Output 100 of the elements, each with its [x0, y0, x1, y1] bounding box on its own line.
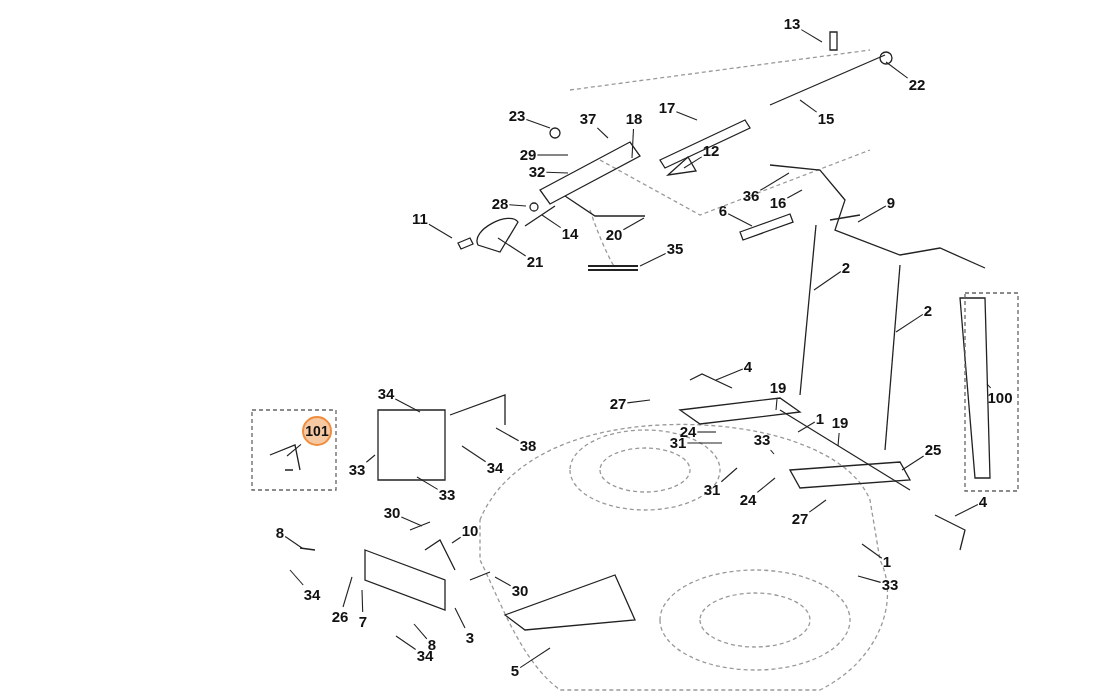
- leader-line: [885, 61, 909, 79]
- leader-line: [626, 399, 651, 404]
- callout-number: 18: [625, 110, 643, 128]
- callout-number: 12: [702, 142, 720, 160]
- callout-number: 26: [331, 608, 349, 626]
- callout-number: 19: [831, 414, 849, 432]
- callout-number: 31: [703, 481, 721, 499]
- leader-line: [451, 536, 462, 544]
- callout-number: 8: [275, 524, 285, 542]
- callout-number: 30: [383, 504, 401, 522]
- callout-number: 36: [742, 187, 760, 205]
- callout-number: 21: [526, 253, 544, 271]
- leader-line: [286, 443, 302, 457]
- leader-line: [954, 504, 979, 517]
- callout-number: 33: [753, 431, 771, 449]
- callout-number: 4: [743, 358, 753, 376]
- callout-number: 34: [486, 459, 504, 477]
- callout-number: 38: [519, 437, 537, 455]
- callout-number: 19: [769, 379, 787, 397]
- leader-line: [686, 442, 723, 444]
- callout-number: 34: [303, 586, 321, 604]
- leader-line: [284, 536, 303, 549]
- leader-line: [770, 449, 775, 455]
- leader-line: [759, 172, 790, 191]
- callout-number: 101: [302, 416, 332, 446]
- callout-number: 3: [465, 629, 475, 647]
- leader-line: [901, 455, 925, 471]
- leader-line: [986, 383, 992, 389]
- callout-number: 13: [783, 15, 801, 33]
- leader-line: [461, 445, 487, 463]
- leader-line: [428, 223, 453, 239]
- callout-number: 20: [605, 226, 623, 244]
- callout-number: 10: [461, 522, 479, 540]
- leader-line: [639, 253, 667, 267]
- callout-number: 9: [886, 194, 896, 212]
- leader-line: [289, 569, 304, 586]
- callout-number: 15: [817, 110, 835, 128]
- leader-line: [813, 271, 842, 291]
- callout-number: 1: [882, 553, 892, 571]
- leader-line: [797, 421, 816, 433]
- callout-number: 27: [609, 395, 627, 413]
- leader-line: [715, 368, 744, 381]
- leader-line: [525, 118, 551, 129]
- callout-number: 5: [510, 662, 520, 680]
- leader-line: [808, 499, 827, 513]
- leader-line: [683, 156, 703, 169]
- callout-number: 4: [978, 493, 988, 511]
- callout-number: 2: [923, 302, 933, 320]
- callout-number: 24: [739, 491, 757, 509]
- callout-number: 34: [377, 385, 395, 403]
- callout-number: 27: [791, 510, 809, 528]
- leader-line: [756, 477, 776, 493]
- leader-line: [775, 397, 778, 411]
- leader-line: [895, 313, 924, 333]
- leader-line: [727, 213, 753, 227]
- callout-number: 30: [511, 582, 529, 600]
- leader-line: [837, 432, 840, 447]
- callout-number: 1: [815, 410, 825, 428]
- callout-number: 33: [438, 486, 456, 504]
- leader-line: [545, 171, 569, 174]
- leader-line: [508, 204, 527, 207]
- callout-number: 33: [348, 461, 366, 479]
- callout-number: 32: [528, 163, 546, 181]
- callout-number: 7: [358, 613, 368, 631]
- leader-line: [857, 575, 882, 583]
- callout-number: 28: [491, 195, 509, 213]
- leader-line: [395, 635, 417, 651]
- callout-number: 100: [987, 389, 1013, 407]
- leader-line: [675, 111, 698, 121]
- callout-number: 29: [519, 146, 537, 164]
- callout-number: 37: [579, 110, 597, 128]
- leader-line: [800, 29, 823, 43]
- callout-number: 11: [412, 210, 428, 228]
- leader-line: [541, 214, 562, 229]
- callout-number: 25: [924, 441, 942, 459]
- leader-line: [631, 128, 635, 159]
- leader-line: [413, 623, 428, 640]
- callout-number: 35: [666, 240, 684, 258]
- callout-number: 23: [508, 107, 526, 125]
- callout-number: 33: [881, 576, 899, 594]
- leader-line: [497, 237, 527, 257]
- leader-line: [857, 205, 887, 223]
- leader-line: [416, 476, 439, 490]
- leader-line: [365, 454, 376, 463]
- leader-line: [786, 189, 803, 199]
- leader-line: [342, 576, 353, 608]
- callout-number: 22: [908, 76, 926, 94]
- callout-number: 14: [561, 225, 579, 243]
- leader-line: [799, 99, 818, 113]
- leader-line: [400, 516, 423, 527]
- callout-number: 6: [718, 202, 728, 220]
- leader-line: [361, 589, 364, 613]
- leader-line: [596, 127, 609, 139]
- leader-line: [494, 576, 512, 587]
- leader-line: [861, 543, 883, 559]
- leader-line: [519, 647, 551, 669]
- callout-number: 16: [769, 194, 787, 212]
- leader-line: [394, 398, 421, 413]
- leader-line: [696, 431, 717, 433]
- callout-number: 2: [841, 259, 851, 277]
